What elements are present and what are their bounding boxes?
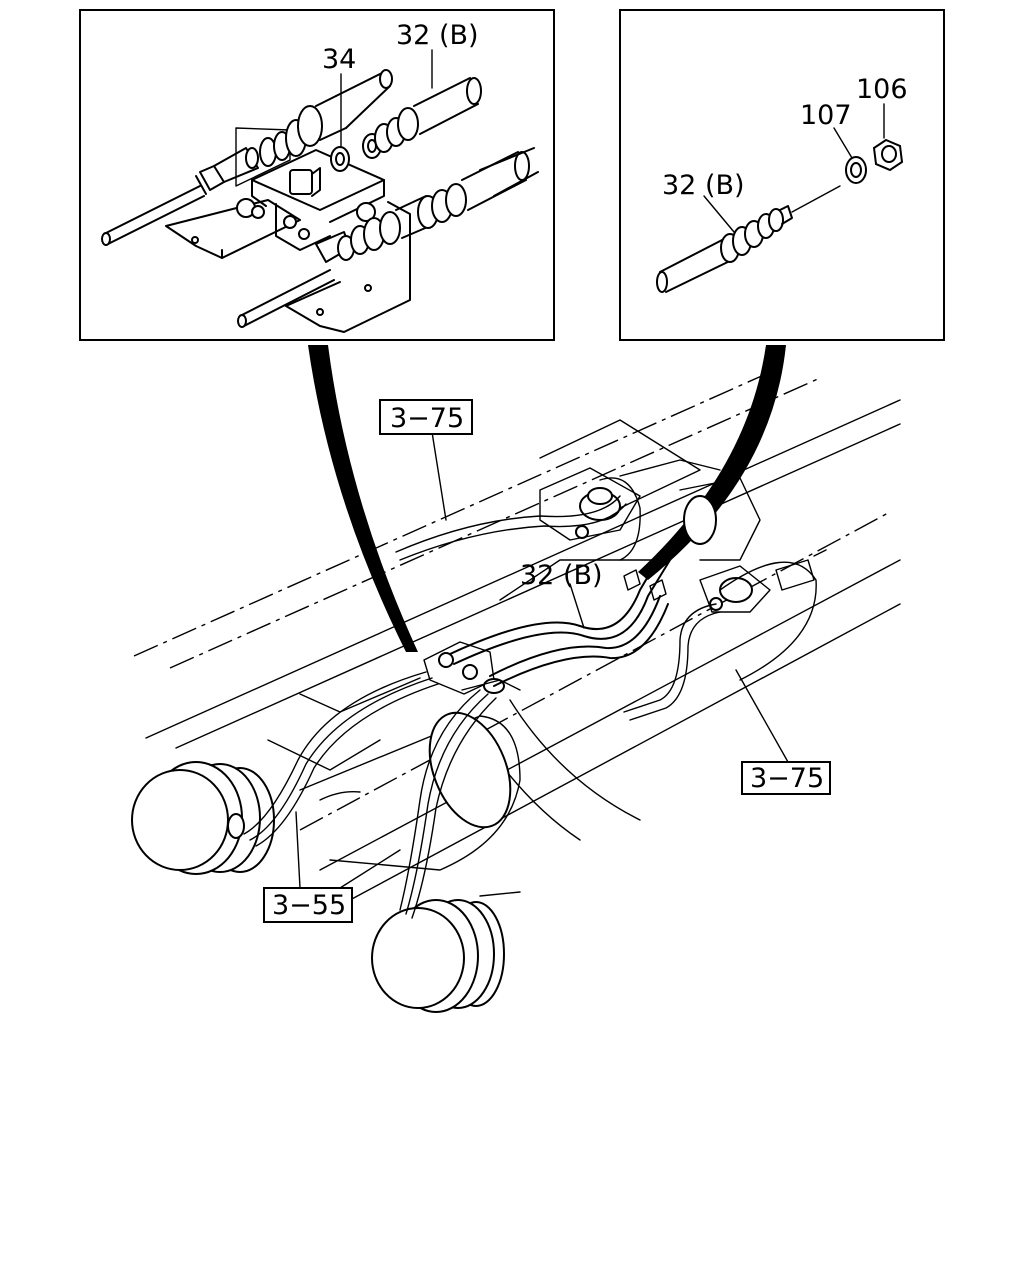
inset-right-frame (619, 9, 945, 341)
callout-arrow-left (308, 345, 418, 652)
brake-chamber-left (131, 761, 275, 875)
inset-left-upper-pipe (101, 185, 205, 246)
nut-106 (872, 138, 904, 172)
ref-box-3-75-top: 3−75 (379, 399, 473, 435)
inset-right-hose (656, 185, 841, 293)
leader-3-55-a (295, 811, 301, 889)
label-32b-inset-right: 32 (B) (662, 170, 745, 201)
hoses-32b-main (449, 555, 671, 687)
pipes-3-75 (395, 477, 817, 721)
inset-left-bracket-detail: 34 32 (B) (79, 9, 555, 341)
inset-left-valve-block (236, 149, 385, 251)
inset-right-hose-end-detail: 106 107 32 (B) (619, 9, 945, 341)
inset-left-frame (79, 9, 555, 341)
callout-arrow-right (638, 345, 786, 580)
leader-107 (833, 127, 853, 159)
label-32b-inset-left: 32 (B) (396, 20, 479, 51)
label-3-75-right: 3−75 (750, 763, 824, 794)
label-34: 34 (322, 44, 356, 75)
label-106: 106 (856, 74, 908, 105)
label-3-75-top: 3−75 (390, 403, 464, 434)
leader-32b-right (703, 195, 735, 233)
label-3-55: 3−55 (272, 890, 346, 921)
leader-3-55-b (339, 849, 401, 889)
inset-left-lower-bracket (285, 201, 411, 333)
label-107: 107 (800, 100, 852, 131)
leader-32b-main (569, 583, 585, 629)
brake-lines-3-55 (243, 671, 497, 919)
ref-box-3-75-right: 3−75 (741, 761, 831, 795)
inset-left-upper-hose (362, 77, 482, 159)
label-32b-main: 32 (B) (520, 560, 603, 591)
leader-3-75-top (431, 431, 447, 521)
leader-3-75-right (735, 669, 789, 763)
inset-left-lower-pipe (237, 269, 335, 328)
inset-left-lower-hose (315, 147, 539, 263)
ref-box-3-55: 3−55 (263, 887, 353, 923)
inset-left-upper-connector (195, 69, 393, 195)
brake-chamber-right (371, 891, 521, 1013)
